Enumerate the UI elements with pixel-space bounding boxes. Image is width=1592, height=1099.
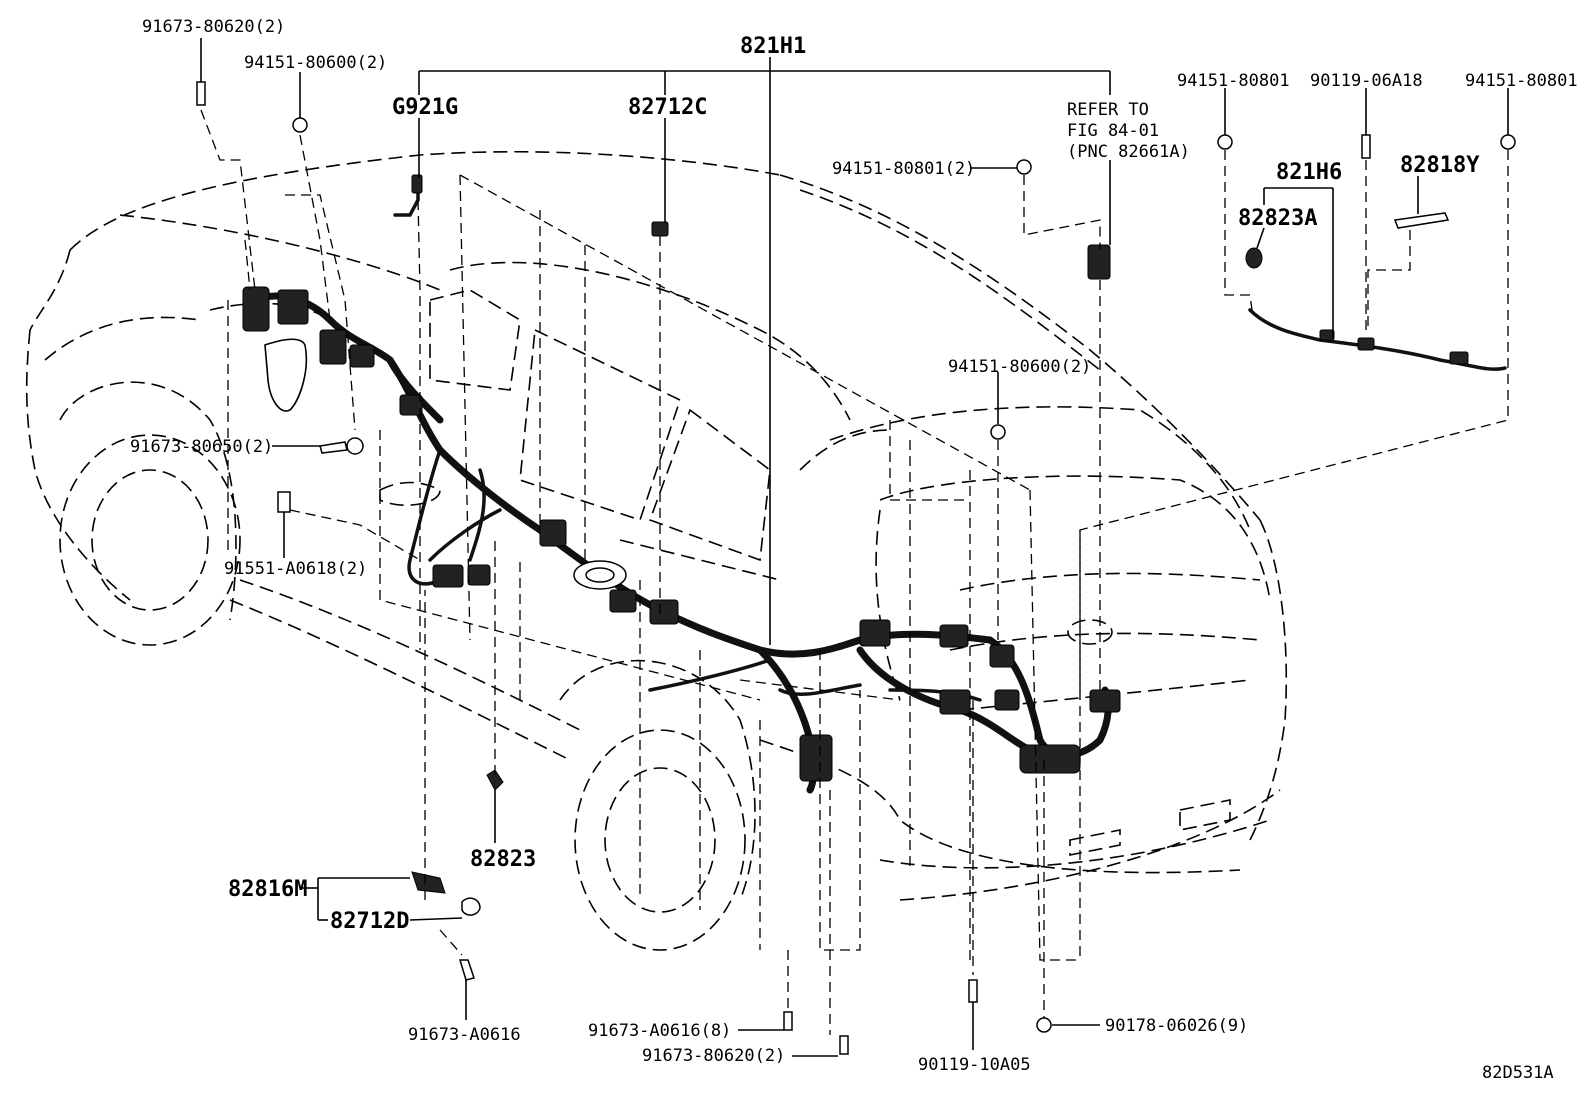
label-91673-80650: 91673-80650(2) — [130, 437, 273, 457]
label-821H1: 821H1 — [740, 34, 806, 59]
label-82823: 82823 — [470, 847, 536, 872]
dashed-leaders — [200, 109, 1509, 1035]
label-94151-80801-a: 94151-80801 — [1177, 71, 1290, 91]
label-90119-10A05: 90119-10A05 — [918, 1055, 1031, 1075]
label-82816M: 82816M — [228, 877, 307, 902]
part-labels: 91673-80620(2) 94151-80600(2) 821H1 G921… — [130, 17, 1578, 1083]
vehicle-body-outline — [25, 150, 1288, 951]
label-refer-line1: REFER TO — [1067, 100, 1149, 120]
label-91673-80620-top: 91673-80620(2) — [142, 17, 285, 37]
label-94151-80801-b: 94151-80801 — [1465, 71, 1578, 91]
label-91673-80620-bot: 91673-80620(2) — [642, 1046, 785, 1066]
label-821H6: 821H6 — [1276, 160, 1342, 185]
label-91673-A0616: 91673-A0616 — [408, 1025, 521, 1045]
label-90178-06026: 90178-06026(9) — [1105, 1016, 1248, 1036]
label-82823A: 82823A — [1238, 206, 1317, 231]
label-94151-80801-2: 94151-80801(2) — [832, 159, 975, 179]
label-90119-06A18: 90119-06A18 — [1310, 71, 1423, 91]
label-82712D: 82712D — [330, 909, 409, 934]
label-94151-80600-mid: 94151-80600(2) — [948, 357, 1091, 377]
label-refer-line2: FIG 84-01 — [1067, 121, 1159, 141]
label-82818Y: 82818Y — [1400, 153, 1480, 178]
harness-821H1 — [242, 286, 1121, 794]
label-94151-80600-top: 94151-80600(2) — [244, 53, 387, 73]
label-91673-A0616-8: 91673-A0616(8) — [588, 1021, 731, 1041]
label-refer-line3: (PNC 82661A) — [1067, 142, 1190, 162]
label-91551-A0618: 91551-A0618(2) — [224, 559, 367, 579]
label-G921G: G921G — [392, 95, 458, 120]
label-82712C: 82712C — [628, 95, 707, 120]
callout-lines — [200, 38, 1509, 1057]
figure-code: 82D531A — [1482, 1063, 1554, 1083]
